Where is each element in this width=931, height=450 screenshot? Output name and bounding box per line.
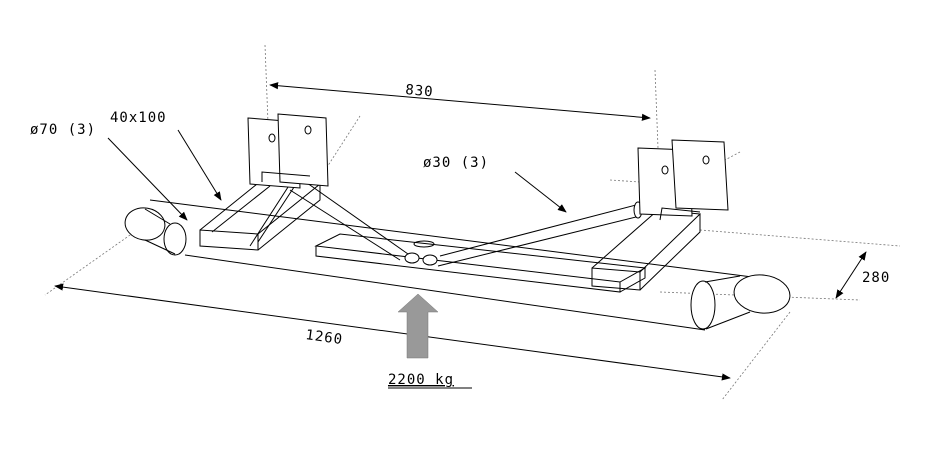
right-crossmember xyxy=(591,209,702,291)
main-tube xyxy=(124,199,791,331)
dim-bottom-line xyxy=(54,283,731,381)
main-tube-right-end xyxy=(733,274,791,314)
main-tube-left-end xyxy=(124,207,166,241)
dim-top-line xyxy=(269,82,651,121)
tube-section-label: 40x100 xyxy=(110,110,167,126)
centre-hole-right xyxy=(422,254,438,266)
dim-right-line xyxy=(835,251,867,299)
left-brackets xyxy=(247,113,329,189)
tube-brace-label: ø30 (3) xyxy=(423,155,489,171)
main-tube-right-ring xyxy=(690,280,716,330)
centre-hole-left xyxy=(404,252,420,264)
load-label: 2200 kg xyxy=(388,372,454,388)
tube-main-label: ø70 (3) xyxy=(30,122,96,138)
leader-tube-brace xyxy=(514,171,567,213)
leader-tube-main xyxy=(107,137,188,221)
leader-tube-section xyxy=(177,129,222,201)
extension-lines xyxy=(44,44,901,401)
dim-top-label: 830 xyxy=(405,82,435,100)
right-brackets xyxy=(637,139,729,221)
dim-right-label: 280 xyxy=(862,270,890,286)
centre-hole-upper xyxy=(413,240,435,248)
load-arrow xyxy=(397,293,439,359)
dim-bottom-label: 1260 xyxy=(304,327,344,348)
main-tube-left-ring xyxy=(163,222,187,256)
